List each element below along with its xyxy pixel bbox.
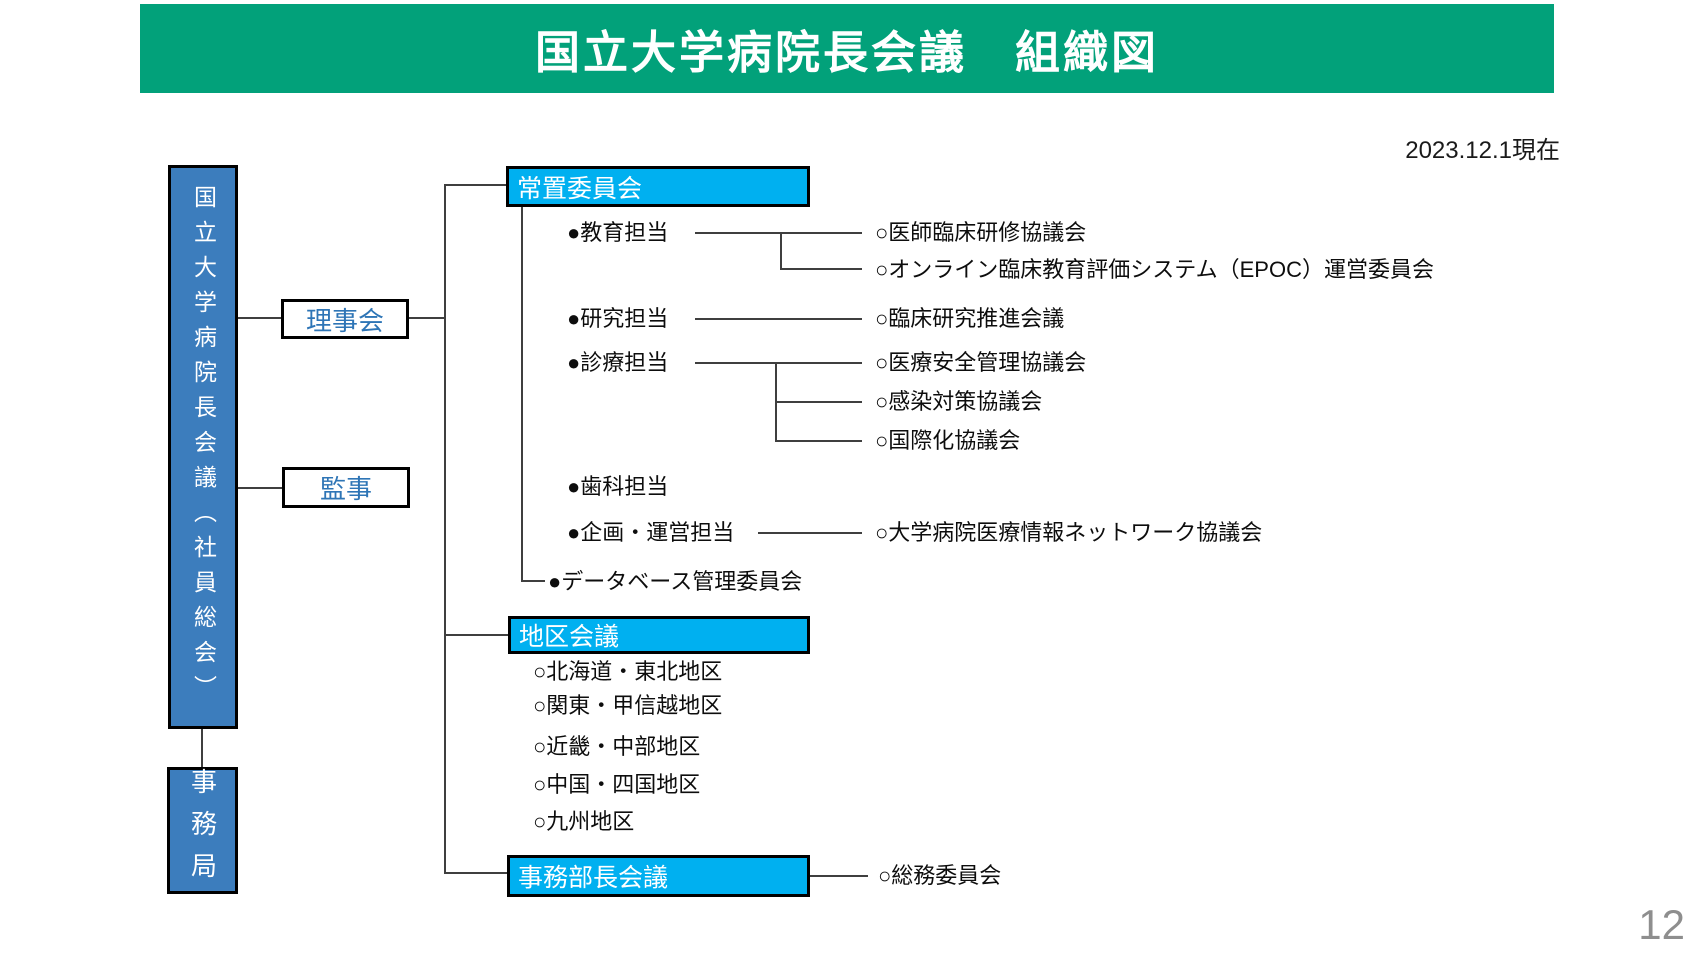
connector-education [695,232,862,234]
group-research: ●研究担当 [567,305,669,331]
group-education: ●教育担当 [567,219,669,245]
page-title: 国立大学病院長会議 組織図 [534,27,1159,78]
district-hokkaido-tohoku: ○北海道・東北地区 [533,658,723,684]
secretariat-box: 事務局 [167,767,238,894]
admin-meeting-label: 事務部長会議 [518,864,669,892]
group-database: ●データベース管理委員会 [548,568,803,594]
secretariat-box-label: 事務局 [187,767,218,894]
title-banner: 国立大学病院長会議 組織図 [140,4,1554,93]
assembly-box: 国立大学病院長会議（社員総会） [168,165,238,729]
connector-assembly-auditors [238,487,282,489]
committee-infection-control: ○感染対策協議会 [875,388,1043,414]
page-number: 12 [1638,901,1685,948]
connector-international [775,440,862,442]
group-dental: ●歯科担当 [567,473,669,499]
connector-database [521,580,545,582]
district-meeting-box: 地区会議 [508,616,810,654]
district-meeting-label: 地区会議 [519,623,620,651]
standing-committee-label: 常置委員会 [517,174,643,203]
group-planning: ●企画・運営担当 [567,519,735,545]
connector-epoc [780,268,862,270]
board-box: 理事会 [281,299,409,339]
date-note: 2023.12.1現在 [1405,137,1560,164]
connector-planning [758,532,862,534]
committee-clinical-research: ○臨床研究推進会議 [875,305,1065,331]
admin-meeting-box: 事務部長会議 [507,855,810,897]
committee-medical-info-network: ○大学病院医療情報ネットワーク協議会 [875,519,1263,545]
connector-assembly-board [238,317,281,319]
connector-trunk-standing [444,184,506,186]
assembly-box-label: 国立大学病院長会議（社員総会） [190,184,217,710]
district-kanto-koshinetsu: ○関東・甲信越地区 [533,692,723,718]
board-box-label: 理事会 [305,305,384,336]
education-branch-line [780,232,782,270]
district-kyushu: ○九州地区 [533,808,635,834]
connector-assembly-secretariat [201,729,203,767]
district-kinki-chubu: ○近畿・中部地区 [533,733,701,759]
committee-epoc: ○オンライン臨床教育評価システム（EPOC）運営委員会 [875,256,1434,282]
auditors-box-label: 監事 [319,474,372,504]
district-chugoku-shikoku: ○中国・四国地区 [533,771,701,797]
connector-trunk-admin [444,872,507,874]
committee-general-affairs: ○総務委員会 [878,862,1002,888]
connector-trunk-district [444,634,508,636]
connector-clinical [695,362,862,364]
group-clinical: ●診療担当 [567,349,669,375]
committee-internationalization: ○国際化協議会 [875,427,1021,453]
connector-infection [775,401,862,403]
trunk-line [444,184,446,874]
committee-clinical-training: ○医師臨床研修協議会 [875,219,1087,245]
connector-general-affairs [810,875,868,877]
committee-medical-safety: ○医療安全管理協議会 [875,349,1087,375]
standing-committee-box: 常置委員会 [506,166,810,207]
auditors-box: 監事 [282,467,410,508]
connector-research [695,318,862,320]
standing-inner-line [521,207,523,582]
connector-board-trunk [409,317,446,319]
